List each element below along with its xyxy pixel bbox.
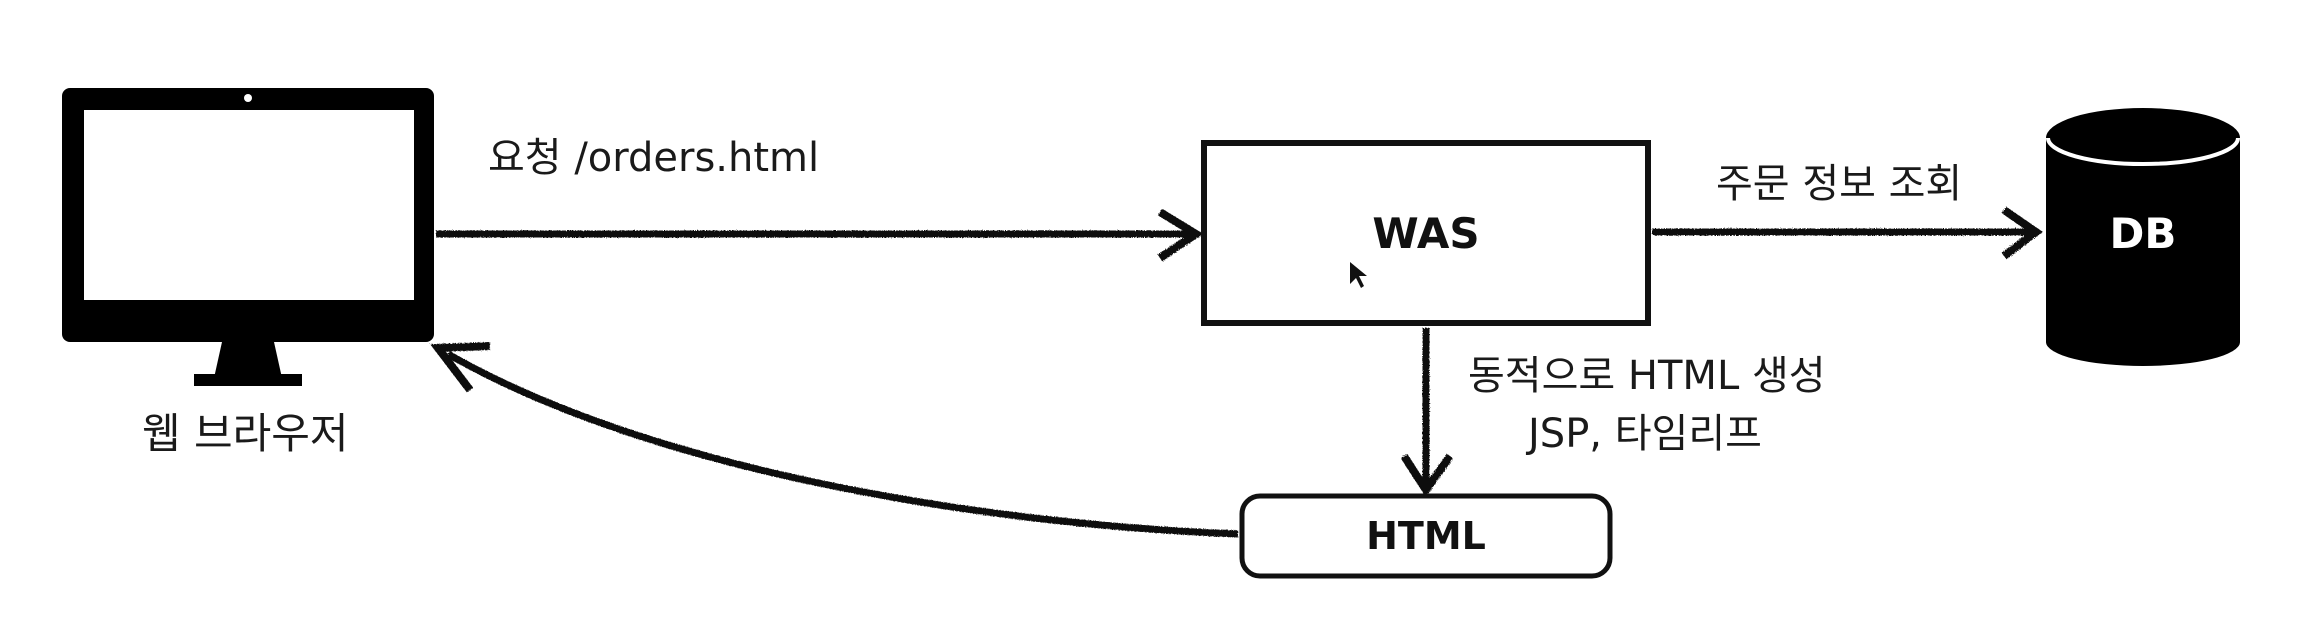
- request-label: 요청 /orders.html: [488, 135, 820, 181]
- generate-label-line2: JSP, 타임리프: [1528, 411, 1762, 457]
- db-query-arrow: [1652, 206, 2043, 260]
- generate-arrow: [1400, 328, 1454, 498]
- mouse-pointer-icon: [1350, 262, 1367, 288]
- html-box: [1239, 493, 1613, 579]
- db-query-label: 주문 정보 조회: [1716, 161, 1963, 207]
- html-label: HTML: [1366, 514, 1486, 558]
- db-label: DB: [2109, 209, 2177, 258]
- response-arrow: [430, 342, 1239, 538]
- was-box: [1201, 140, 1651, 326]
- generate-label-line1: 동적으로 HTML 생성: [1468, 353, 1826, 399]
- was-label: WAS: [1372, 209, 1480, 258]
- request-arrow: [436, 208, 1204, 262]
- monitor-icon: [62, 88, 434, 386]
- database-cylinder-icon: [2046, 108, 2240, 366]
- browser-label: 웹 브라우저: [142, 409, 349, 458]
